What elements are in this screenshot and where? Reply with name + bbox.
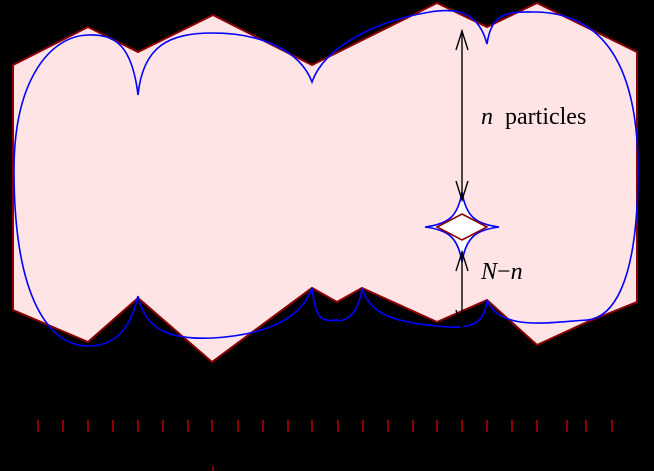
- lower-span-arrow: [455, 249, 469, 332]
- upper-label-text: particles: [505, 104, 587, 130]
- upper-label-var: n: [481, 104, 493, 130]
- upper-span-arrow: [455, 28, 469, 203]
- upper-label: n particles: [481, 104, 586, 131]
- inner-hole-polygon: [435, 213, 489, 241]
- tick-marks: [37, 420, 613, 432]
- lower-label-var2: n: [510, 259, 523, 285]
- lower-label-var: N: [481, 259, 498, 285]
- boundary-curve: [13, 9, 639, 347]
- lower-label-minus: −: [497, 259, 511, 285]
- lower-label: N−n: [481, 259, 523, 286]
